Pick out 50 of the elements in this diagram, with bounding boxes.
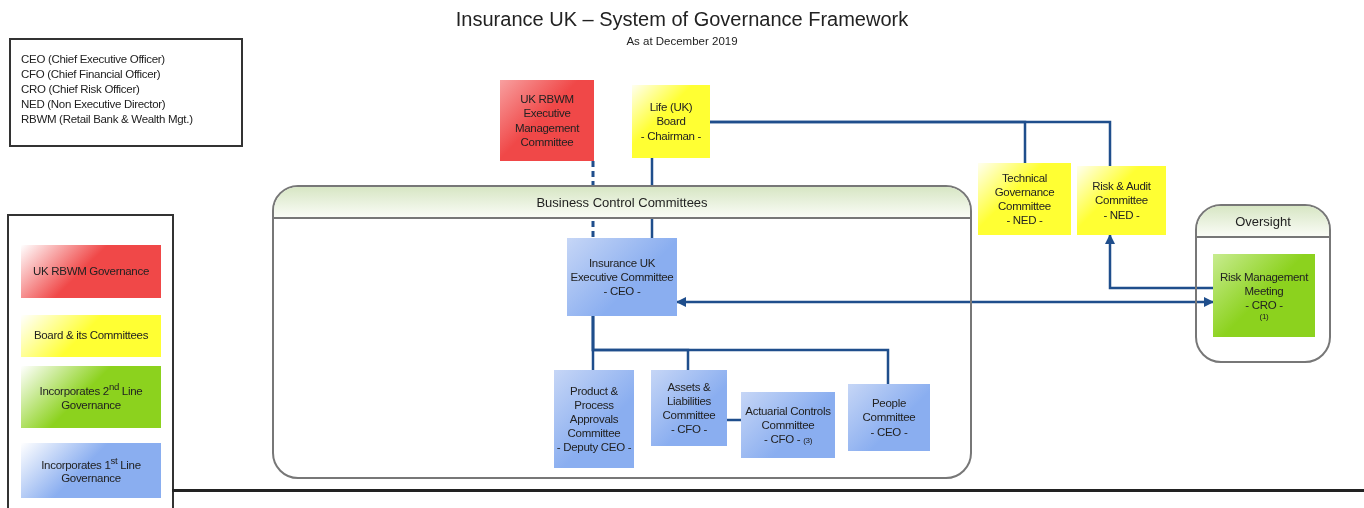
connector-line	[591, 316, 890, 384]
committee-name: Actuarial Controls Committee	[744, 403, 832, 432]
connector-line	[710, 120, 1112, 166]
committee-name: People Committee	[861, 396, 917, 425]
committee-box	[651, 370, 727, 446]
committee-name: Product & Process Approvals Committee	[566, 383, 622, 440]
chair-role: - CEO -	[603, 284, 641, 298]
legend-text: UK RBWM Governance	[33, 264, 149, 279]
diagram-title: Insurance UK – System of Governance Framework	[454, 8, 910, 31]
abbreviation-text: CEO (Chief Executive Officer)	[21, 52, 166, 67]
committee-name: Risk & Audit Committee	[1091, 179, 1152, 208]
group-heading: Business Control Committees	[536, 194, 708, 210]
abbreviation-text: NED (Non Executive Director)	[21, 97, 167, 112]
committee-box	[632, 85, 710, 158]
committee-box	[1213, 254, 1315, 337]
committee-box	[554, 370, 634, 468]
footnote-mark: (3)	[803, 436, 812, 445]
committee-name: Assets & Liabilities Committee	[661, 379, 717, 422]
arrow	[1105, 234, 1213, 290]
abbreviation-text: CFO (Chief Financial Officer)	[21, 67, 162, 82]
chair-role: - CFO -	[670, 422, 708, 437]
committee-box	[567, 238, 677, 316]
chair-role: - Deputy CEO -	[556, 440, 632, 455]
chair-role: - CFO -	[764, 433, 801, 445]
group-heading: Oversight	[1235, 213, 1291, 229]
committee-name: Life (UK) Board	[648, 100, 694, 129]
committee-box	[500, 80, 594, 161]
group-container	[272, 185, 972, 479]
committee-box	[741, 392, 835, 458]
committee-box	[978, 163, 1071, 235]
group-container	[1195, 204, 1331, 363]
committee-box	[1077, 166, 1166, 235]
legend-text: Incorporates 1$^{st}$ Line Governance	[40, 454, 142, 487]
committee-name: UK RBWM Executive Management Committee	[513, 92, 581, 149]
committee-name: Insurance UK Executive Committee	[569, 255, 675, 284]
chair-role: - NED -	[1006, 213, 1043, 228]
committee-name: Technical Governance Committee	[993, 170, 1056, 213]
chair-role: - NED -	[1103, 207, 1140, 222]
abbreviation-text: RBWM (Retail Bank & Wealth Mgt.)	[21, 112, 194, 127]
chair-role: - Chairman -	[640, 128, 702, 143]
legend-text: Board & its Committees	[33, 329, 149, 343]
diagram-subtitle: As at December 2019	[625, 35, 739, 47]
footnote-mark: (1)	[1259, 311, 1269, 322]
chair-role: - CEO -	[870, 424, 908, 439]
abbreviation-text: CRO (Chief Risk Officer)	[21, 82, 141, 97]
committee-name: Risk Management Meeting	[1218, 269, 1310, 298]
arrow	[676, 297, 1214, 307]
chair-role: - CRO -	[1245, 297, 1283, 312]
committee-box	[848, 384, 930, 451]
legend-text: Incorporates 2$^{nd}$ Line Governance	[38, 381, 144, 413]
